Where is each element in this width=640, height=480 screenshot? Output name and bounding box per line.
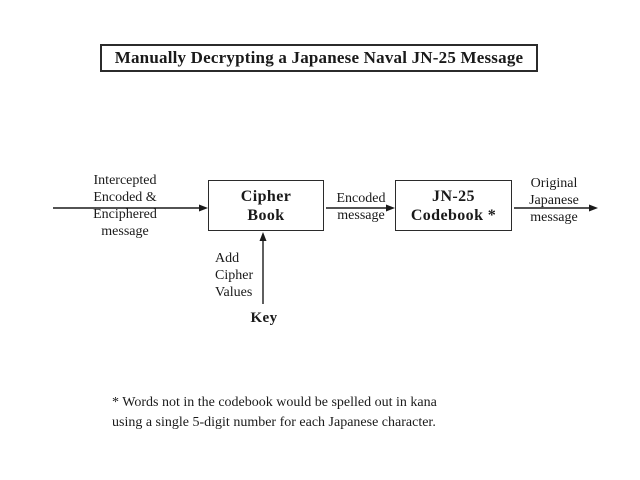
- key-annotation-line: Values: [215, 285, 253, 300]
- encoded-label-line: message: [337, 208, 385, 223]
- add-cipher-values-label: Add Cipher Values: [215, 250, 275, 301]
- output-label-line: Japanese: [529, 193, 579, 208]
- input-arrow-right-icon: [53, 204, 208, 212]
- input-label-line: Enciphered: [93, 207, 157, 222]
- encoded-label-line: Encoded: [336, 191, 386, 206]
- footnote: * Words not in the codebook would be spe…: [112, 393, 502, 433]
- key-arrow-up-icon: [259, 232, 267, 304]
- cipher-book-box: Cipher Book: [208, 180, 324, 231]
- key-annotation-line: Cipher: [215, 268, 254, 283]
- input-message-label: Intercepted Encoded & Enciphered message: [75, 172, 175, 240]
- footnote-line: using a single 5-digit number for each J…: [112, 415, 436, 430]
- codebook-box-line: JN-25: [432, 187, 475, 205]
- encoded-message-label: Encoded message: [329, 190, 393, 224]
- output-label-line: Original: [530, 176, 578, 191]
- jn25-codebook-box: JN-25 Codebook *: [395, 180, 512, 231]
- output-message-label: Original Japanese message: [508, 175, 600, 226]
- key-label: Key: [250, 310, 278, 326]
- output-arrow-right-icon: [514, 204, 598, 212]
- cipher-box-line: Cipher: [240, 187, 292, 205]
- input-label-line: message: [101, 224, 149, 239]
- input-label-line: Encoded &: [93, 190, 157, 205]
- key-annotation-line: Add: [215, 251, 240, 266]
- title-box: Manually Decrypting a Japanese Naval JN-…: [100, 44, 538, 72]
- encoded-arrow-right-icon: [326, 204, 395, 212]
- output-label-line: message: [530, 210, 578, 225]
- diagram-title: Manually Decrypting a Japanese Naval JN-…: [114, 48, 524, 67]
- cipher-box-line: Book: [247, 206, 285, 224]
- codebook-box-line: Codebook *: [410, 206, 497, 224]
- input-label-line: Intercepted: [93, 173, 157, 188]
- footnote-line: * Words not in the codebook would be spe…: [112, 395, 437, 410]
